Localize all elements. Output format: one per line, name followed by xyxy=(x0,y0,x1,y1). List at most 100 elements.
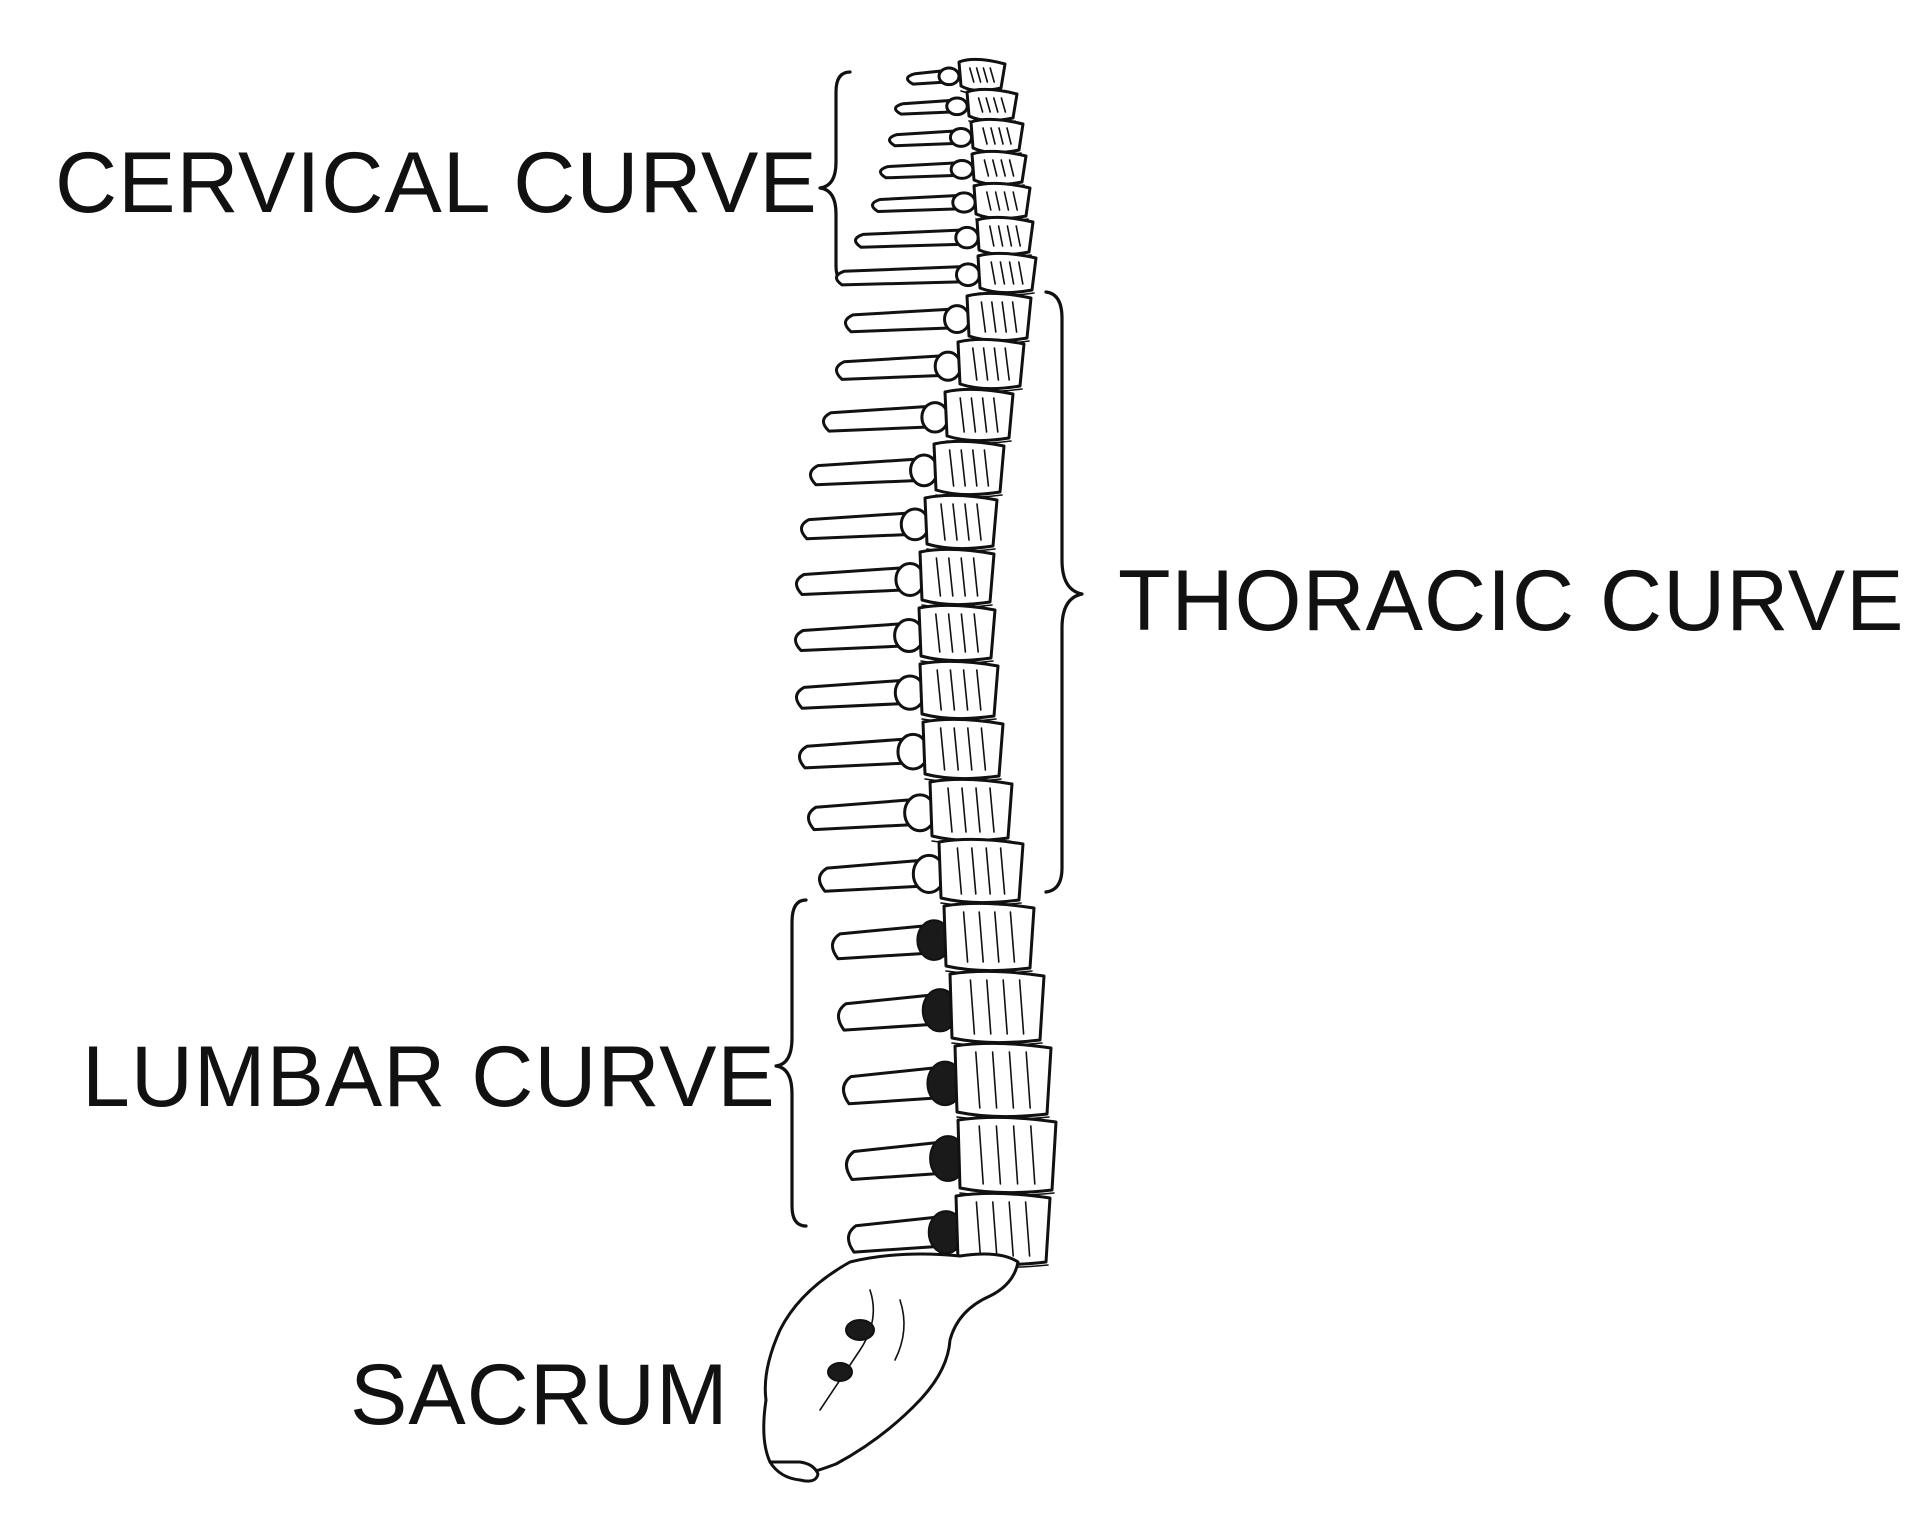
spinous-process xyxy=(837,992,948,1032)
hatch-line xyxy=(981,397,988,433)
hatch-line xyxy=(975,1051,981,1109)
hatch-line xyxy=(1003,191,1010,211)
thoracic-curve-label: THORACIC CURVE xyxy=(1118,553,1905,649)
hatch-line xyxy=(983,159,990,177)
sacrum-ridge xyxy=(819,1289,875,1411)
vertebral-body xyxy=(928,777,1014,843)
hatch-line xyxy=(978,911,984,963)
spinous-process xyxy=(879,160,970,180)
hatch-line xyxy=(940,503,946,541)
vertebral-body xyxy=(957,57,1007,93)
sacral-foramen xyxy=(827,1362,853,1382)
hatch-line xyxy=(993,347,1000,381)
spinous-process xyxy=(871,193,972,213)
hatch-line xyxy=(993,397,999,433)
hatch-line xyxy=(947,613,954,653)
spinous-process xyxy=(809,456,932,487)
sacrum-label: SACRUM xyxy=(350,1347,729,1443)
transverse-process xyxy=(954,262,982,288)
vertebral-body xyxy=(918,547,996,607)
spinous-process xyxy=(844,307,965,334)
lumbar-brace xyxy=(774,898,808,1228)
hatch-line xyxy=(1024,1201,1031,1257)
hatch-line xyxy=(992,1201,998,1257)
cervical-brace xyxy=(818,70,852,286)
vertebral-body xyxy=(932,439,1006,497)
spinous-process xyxy=(831,923,942,961)
vertebral-body xyxy=(918,659,1000,721)
vertebral-body xyxy=(943,387,1015,443)
vertebral-body xyxy=(956,337,1026,391)
hatch-line xyxy=(1008,261,1015,285)
transverse-process xyxy=(949,158,975,180)
hatch-line xyxy=(990,261,996,285)
hatch-line xyxy=(989,225,995,247)
hatch-line xyxy=(1012,1125,1019,1185)
spinous-process xyxy=(795,678,918,710)
hatch-line xyxy=(994,191,1001,211)
transverse-process xyxy=(945,96,969,117)
vertebral-body xyxy=(917,603,997,663)
hatch-line xyxy=(1000,97,1007,113)
hatch-line xyxy=(995,1125,1002,1185)
hatch-line xyxy=(1008,159,1015,177)
vertebral-body xyxy=(921,717,1005,781)
transverse-process xyxy=(954,225,980,250)
hatch-line xyxy=(997,225,1004,247)
thoracic-brace xyxy=(1044,290,1084,894)
vertebral-body xyxy=(972,181,1032,221)
hatch-line xyxy=(948,449,955,487)
hatch-line xyxy=(949,669,956,711)
hatch-line xyxy=(1018,261,1024,285)
spinous-process xyxy=(798,736,921,770)
hatch-line xyxy=(1030,1125,1036,1185)
transverse-process xyxy=(943,304,971,335)
hatch-line xyxy=(948,557,954,597)
spinous-process xyxy=(807,797,928,832)
vertebral-body xyxy=(975,215,1035,257)
hatch-line xyxy=(985,847,991,895)
hatch-line xyxy=(960,557,966,597)
hatch-line xyxy=(947,787,953,833)
hatch-line xyxy=(935,557,942,597)
hatch-line xyxy=(971,847,977,895)
spinous-process xyxy=(795,565,918,596)
hatch-line xyxy=(935,613,941,653)
hatch-line xyxy=(1015,225,1021,247)
vertebral-body xyxy=(953,1041,1053,1119)
hatch-line xyxy=(960,449,966,487)
hatch-line xyxy=(989,67,995,83)
hatch-line xyxy=(969,67,975,83)
transverse-process xyxy=(948,126,974,148)
hatch-line xyxy=(1009,911,1016,963)
hatch-line xyxy=(936,669,942,711)
hatch-line xyxy=(1004,347,1010,381)
hatch-line xyxy=(999,847,1006,895)
spinous-process xyxy=(835,353,956,381)
hatch-line xyxy=(969,979,976,1035)
hatch-line xyxy=(993,97,999,113)
hatch-line xyxy=(1012,191,1018,211)
vertebral-body xyxy=(937,837,1025,905)
hatch-line xyxy=(956,847,963,895)
spinous-process xyxy=(847,1214,954,1254)
spinous-process xyxy=(835,264,976,287)
sacral-foramen xyxy=(845,1319,875,1341)
hatch-line xyxy=(975,67,982,83)
spinous-process xyxy=(822,404,943,433)
hatch-line xyxy=(1002,979,1008,1035)
hatch-line xyxy=(970,397,977,433)
vertebral-body xyxy=(969,117,1025,155)
hatch-line xyxy=(980,301,987,333)
hatch-line xyxy=(983,449,990,487)
hatch-line xyxy=(976,669,982,711)
hatch-line xyxy=(962,669,969,711)
hatch-line xyxy=(967,727,973,771)
hatch-line xyxy=(960,613,967,653)
hatch-line xyxy=(982,347,989,381)
hatch-line xyxy=(989,787,995,833)
sacrum-bone xyxy=(762,1252,1020,1477)
hatch-line xyxy=(1025,1051,1031,1109)
hatch-line xyxy=(977,97,984,113)
